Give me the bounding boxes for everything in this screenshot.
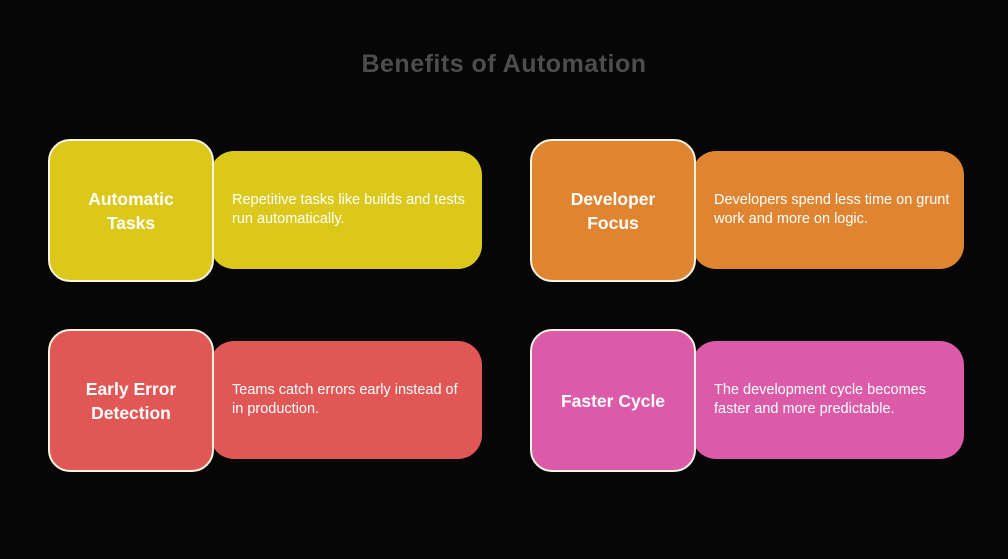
card-description-panel: Repetitive tasks like builds and tests r… [210, 151, 482, 269]
card-developer-focus: Developers spend less time on grunt work… [530, 139, 964, 282]
card-early-error-detection: Teams catch errors early instead of in p… [48, 329, 482, 472]
diagram-title: Benefits of Automation [361, 50, 647, 78]
card-label-panel: Automatic Tasks [48, 139, 214, 282]
card-label: Developer Focus [570, 188, 656, 233]
card-description-panel: Teams catch errors early instead of in p… [210, 341, 482, 459]
card-description: Teams catch errors early instead of in p… [232, 382, 458, 417]
card-description: Developers spend less time on grunt work… [714, 192, 950, 227]
card-label-panel: Faster Cycle [530, 329, 696, 472]
card-faster-cycle: The development cycle becomes faster and… [530, 329, 964, 472]
card-label-panel: Developer Focus [530, 139, 696, 282]
card-label-panel: Early Error Detection [48, 329, 214, 472]
card-label: Automatic Tasks [88, 188, 174, 233]
card-label: Faster Cycle [560, 390, 666, 411]
card-label: Early Error Detection [85, 378, 177, 423]
card-description: Repetitive tasks like builds and tests r… [232, 192, 465, 227]
card-description-panel: The development cycle becomes faster and… [692, 341, 964, 459]
card-automatic-tasks: Repetitive tasks like builds and tests r… [48, 139, 482, 282]
card-description: The development cycle becomes faster and… [714, 382, 926, 417]
card-description-panel: Developers spend less time on grunt work… [692, 151, 964, 269]
